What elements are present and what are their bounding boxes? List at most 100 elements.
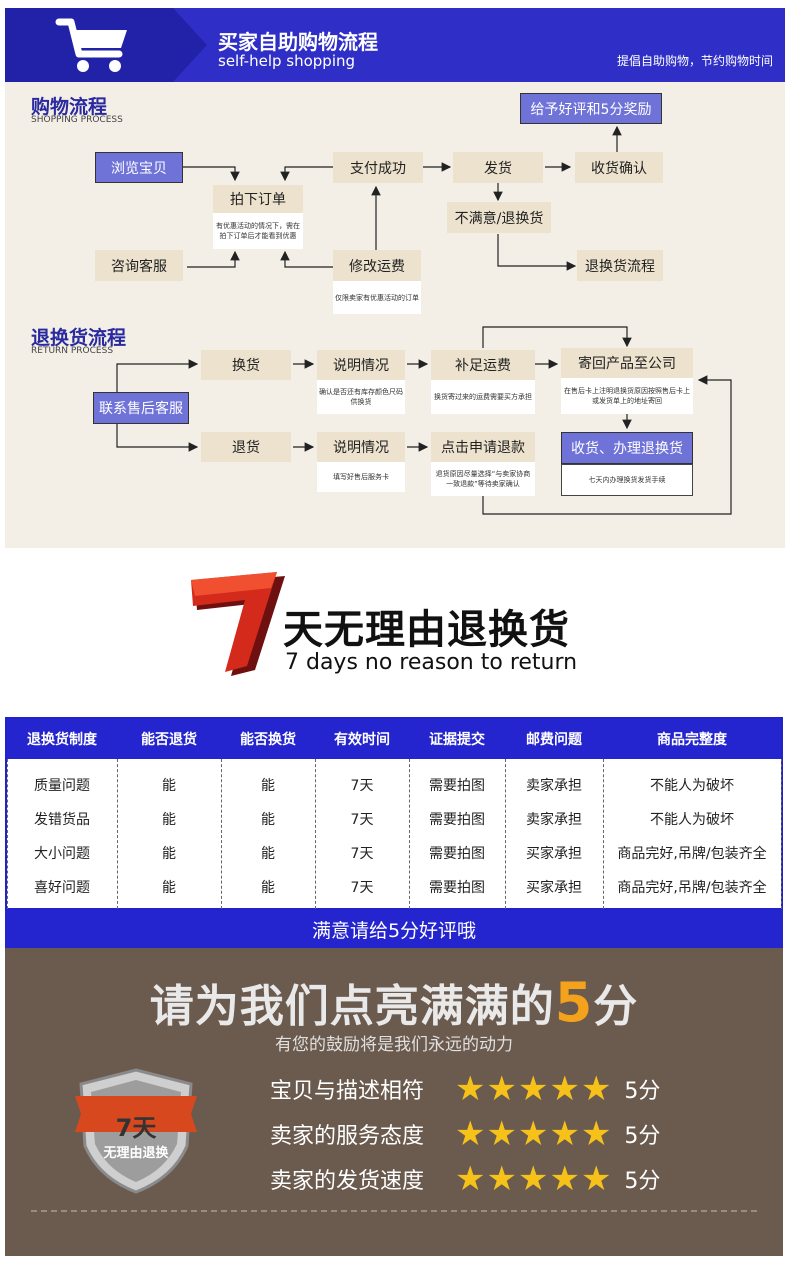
table-header-cell: 能否换货 bbox=[221, 719, 315, 759]
table-cell: 质量问题 bbox=[34, 778, 90, 794]
star-icon: ★ bbox=[517, 1114, 550, 1154]
table-cell: 7天 bbox=[350, 880, 374, 896]
table-column-divider bbox=[409, 759, 410, 909]
pay-extra-box: 补足运费 bbox=[431, 350, 535, 380]
rating-score: 5分 bbox=[624, 1169, 661, 1194]
seven-numeral-graphic bbox=[191, 572, 285, 676]
shopping-title: 购物流程 bbox=[31, 96, 108, 118]
table-cell: 需要拍图 bbox=[429, 880, 485, 896]
table-cell: 7天 bbox=[350, 812, 374, 828]
flow-arrows bbox=[116, 125, 732, 515]
star-icon: ★ bbox=[580, 1159, 613, 1199]
shopping-cart-icon bbox=[55, 18, 127, 72]
explain-box-1: 说明情况 bbox=[317, 350, 405, 380]
table-column-divider bbox=[221, 759, 222, 909]
table-header-cell: 证据提交 bbox=[409, 719, 505, 759]
exchange-box: 换货 bbox=[201, 350, 291, 380]
table-cell: 不能人为破坏 bbox=[650, 778, 734, 794]
star-icon: ★ bbox=[549, 1114, 581, 1154]
table-cell: 能 bbox=[261, 880, 275, 896]
order-box: 拍下订单 bbox=[213, 185, 303, 213]
star-icon: ★ bbox=[486, 1159, 518, 1199]
header-subtitle: self-help shopping bbox=[218, 52, 356, 70]
table-header-cell: 退换货制度 bbox=[7, 719, 117, 759]
table-header-cell: 商品完整度 bbox=[603, 719, 781, 759]
header-title: 买家自助购物流程 bbox=[218, 30, 378, 54]
table-column-divider bbox=[603, 759, 604, 909]
rating-title-number: 5 bbox=[554, 971, 594, 1034]
explain-box-2: 说明情况 bbox=[317, 432, 405, 462]
table-cell: 需要拍图 bbox=[429, 812, 485, 828]
table-cell: 能 bbox=[261, 846, 275, 862]
rating-divider bbox=[31, 1210, 757, 1212]
header-chevron bbox=[173, 8, 207, 82]
receive-box: 收货、办理退换货 bbox=[561, 432, 693, 464]
table-cell: 卖家承担 bbox=[526, 812, 582, 828]
table-cell: 7天 bbox=[350, 846, 374, 862]
cart-icon-panel bbox=[5, 8, 173, 82]
table-cell: 买家承担 bbox=[526, 846, 582, 862]
table-cell: 商品完好,吊牌/包装齐全 bbox=[617, 880, 767, 896]
shopping-subtitle: SHOPPING PROCESS bbox=[31, 115, 123, 125]
star-icon: ★ bbox=[549, 1069, 581, 1109]
refund-box: 退货 bbox=[201, 432, 291, 462]
rating-score: 5分 bbox=[624, 1124, 661, 1149]
pay-box: 支付成功 bbox=[333, 152, 423, 183]
consult-box: 咨询客服 bbox=[95, 250, 183, 281]
seven-days-subtitle: 7 days no reason to return bbox=[285, 650, 578, 675]
star-icon: ★ bbox=[517, 1159, 550, 1199]
rating-label: 宝贝与描述相符 bbox=[270, 1079, 425, 1104]
rating-row: 卖家的发货速度★★★★★5分 bbox=[270, 1159, 660, 1199]
returns-title: 退换货流程 bbox=[31, 327, 127, 349]
order-note: 有优惠活动的情况下，需在拍下订单后才能看到优惠 bbox=[213, 213, 303, 249]
explain-note-2: 填写好售后服务卡 bbox=[317, 462, 405, 492]
table-cell: 卖家承担 bbox=[526, 778, 582, 794]
table-cell: 能 bbox=[261, 812, 275, 828]
table-cell: 能 bbox=[162, 846, 176, 862]
rating-subtitle: 有您的鼓励将是我们永远的动力 bbox=[275, 1035, 513, 1055]
pay-extra-note: 换货寄过来的运费需要买方承担 bbox=[431, 380, 535, 414]
returns-subtitle: RETURN PROCESS bbox=[31, 346, 114, 356]
star-icon: ★ bbox=[549, 1159, 581, 1199]
badge-shield-icon: 7天 无理由退换 bbox=[73, 1066, 199, 1196]
explain-note-1: 确认是否还有库存颜色尺码供换货 bbox=[317, 380, 405, 414]
seven-days-title: 天无理由退换货 bbox=[283, 607, 570, 653]
rating-row: 卖家的服务态度★★★★★5分 bbox=[270, 1114, 660, 1154]
apply-refund-box: 点击申请退款 bbox=[431, 432, 535, 462]
badge-bottom-text: 无理由退换 bbox=[103, 1146, 169, 1161]
star-icon: ★ bbox=[455, 1114, 487, 1154]
table-cell: 能 bbox=[261, 778, 275, 794]
modify-note: 仅限卖家有优惠活动的订单 bbox=[333, 281, 421, 314]
star-icon: ★ bbox=[580, 1114, 613, 1154]
return-flow-box: 退换货流程 bbox=[577, 250, 663, 281]
table-header-cell: 能否退货 bbox=[117, 719, 221, 759]
table-column-divider bbox=[117, 759, 118, 909]
table-cell: 商品完好,吊牌/包装齐全 bbox=[617, 846, 767, 862]
rating-row: 宝贝与描述相符★★★★★5分 bbox=[270, 1069, 660, 1109]
table-column-divider bbox=[7, 759, 8, 909]
badge-top-text: 7天 bbox=[115, 1114, 157, 1142]
reward-box: 给予好评和5分奖励 bbox=[520, 93, 662, 124]
browse-box: 浏览宝贝 bbox=[95, 152, 183, 183]
unsatisfied-box: 不满意/退换货 bbox=[447, 202, 551, 233]
star-icon: ★ bbox=[455, 1159, 487, 1199]
confirm-box: 收货确认 bbox=[575, 152, 663, 183]
receive-note: 七天内办理换货发货手续 bbox=[561, 464, 693, 496]
table-cell: 大小问题 bbox=[34, 846, 90, 862]
star-icon: ★ bbox=[486, 1069, 518, 1109]
shield-icon bbox=[75, 1068, 197, 1194]
table-cell: 不能人为破坏 bbox=[650, 812, 734, 828]
rating-label: 卖家的发货速度 bbox=[270, 1169, 425, 1194]
header-tagline: 提倡自助购物，节约购物时间 bbox=[616, 54, 773, 68]
send-back-note: 在售后卡上注明退换货原因按照售后卡上或发货单上的地址寄回 bbox=[561, 378, 693, 414]
table-cell: 需要拍图 bbox=[429, 778, 485, 794]
star-icon: ★ bbox=[486, 1114, 518, 1154]
star-icon: ★ bbox=[517, 1069, 550, 1109]
contact-service-box: 联系售后客服 bbox=[93, 392, 189, 424]
table-cell: 能 bbox=[162, 812, 176, 828]
page-header: 买家自助购物流程 self-help shopping 提倡自助购物，节约购物时… bbox=[5, 8, 785, 82]
table-cell: 能 bbox=[162, 880, 176, 896]
rating-score: 5分 bbox=[624, 1079, 661, 1104]
modify-shipping-box: 修改运费 bbox=[333, 250, 421, 281]
